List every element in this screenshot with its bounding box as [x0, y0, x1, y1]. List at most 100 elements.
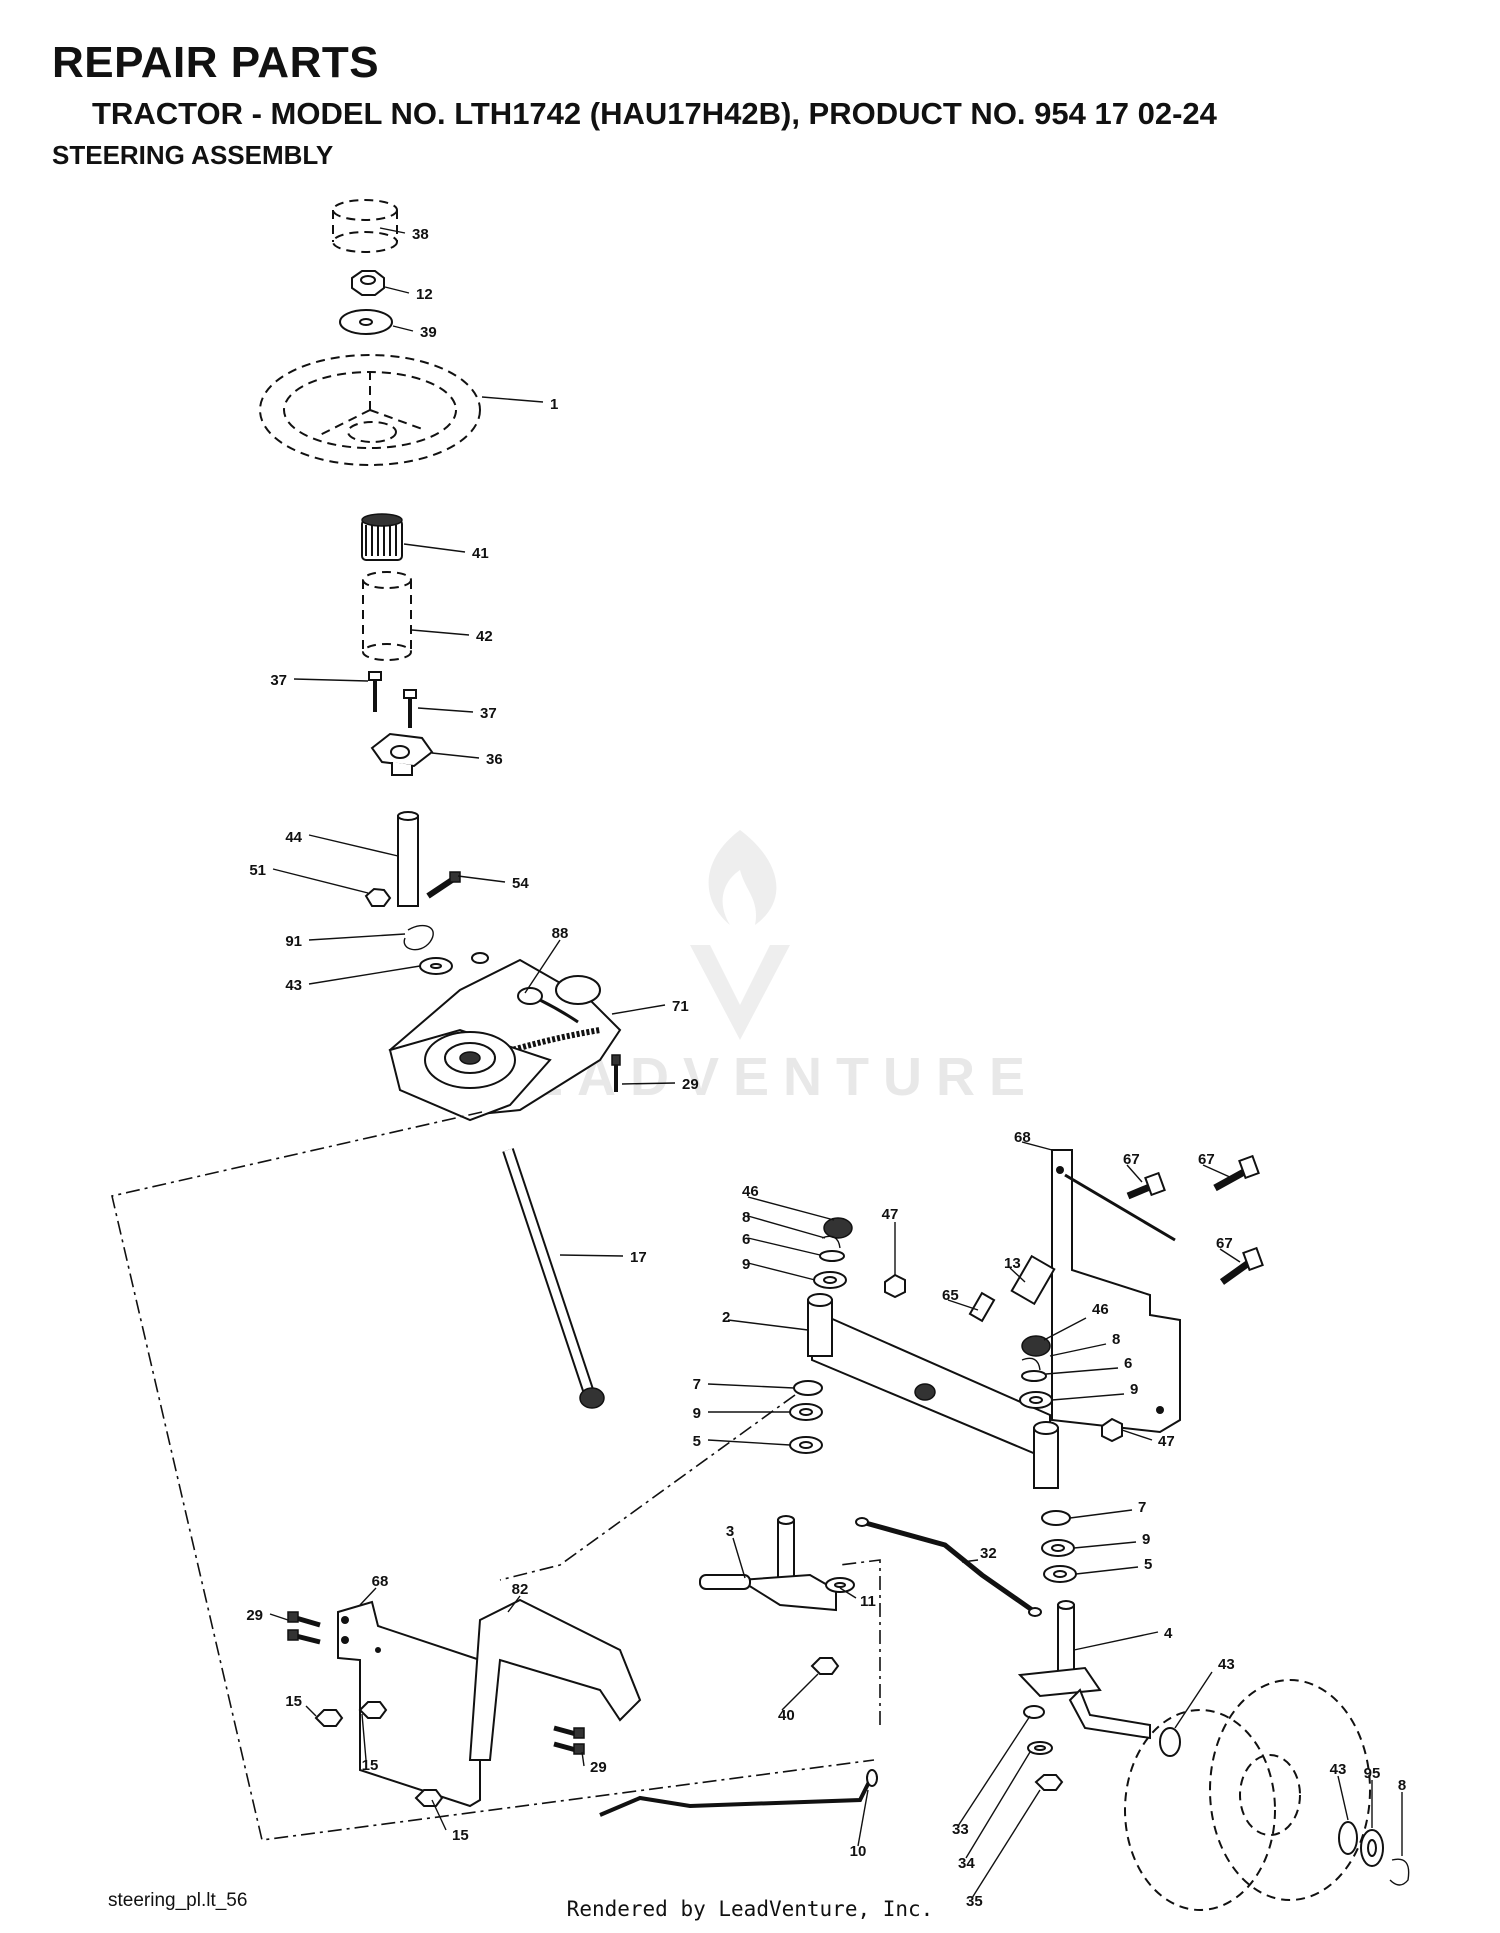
- part-number-label: 88: [552, 925, 569, 942]
- part-number-label: 9: [693, 1405, 701, 1422]
- part-box-base: [388, 952, 552, 1122]
- part-number-label: 2: [722, 1309, 730, 1326]
- leader-line-35: [971, 1789, 1041, 1899]
- part-number-label: 67: [1216, 1235, 1233, 1252]
- leader-line-33: [957, 1715, 1031, 1827]
- part-9-bushing-left: [813, 1271, 847, 1289]
- part-number-label: 68: [372, 1573, 389, 1590]
- part-number-label: 9: [742, 1256, 750, 1273]
- part-number-label: 91: [285, 933, 302, 950]
- leader-line-88: [524, 939, 561, 994]
- part-91-clip: [403, 924, 434, 951]
- part-number-label: 17: [630, 1249, 647, 1266]
- leader-line-67: [1126, 1164, 1143, 1183]
- part-54-bolt: [426, 871, 461, 899]
- part-number-label: 9: [1130, 1381, 1138, 1398]
- part-number-label: 67: [1123, 1151, 1140, 1168]
- part-number-label: 15: [362, 1757, 379, 1774]
- part-3-spindle-left: [699, 1515, 837, 1612]
- part-15-nut-c: [414, 1789, 444, 1807]
- part-number-label: 12: [416, 286, 433, 303]
- part-15-nut-a: [314, 1709, 344, 1727]
- part-34-washer: [1027, 1741, 1053, 1755]
- leader-line-82: [507, 1595, 521, 1613]
- leader-line-47: [1121, 1429, 1153, 1441]
- leader-line-43: [1337, 1775, 1349, 1821]
- part-82-bracket: [468, 1598, 642, 1761]
- part-number-label: 1: [550, 396, 558, 413]
- leader-line-65: [947, 1299, 979, 1311]
- leader-line-68: [359, 1587, 377, 1606]
- part-40-nut: [810, 1657, 840, 1675]
- part-number-label: 29: [590, 1759, 607, 1776]
- leader-line-9: [1051, 1393, 1125, 1401]
- part-number-label: 29: [246, 1607, 263, 1624]
- part-47-fitting-left: [884, 1273, 906, 1299]
- part-number-label: 39: [420, 324, 437, 341]
- leader-line-32: [961, 1559, 979, 1563]
- leader-line-42: [411, 629, 470, 636]
- outline-mid: [499, 1394, 796, 1581]
- leader-line-29: [269, 1613, 289, 1621]
- part-number-label: 33: [952, 1821, 969, 1838]
- leader-line-5: [1075, 1566, 1139, 1575]
- leader-line-91: [308, 933, 406, 941]
- outline-pivot: [839, 1559, 881, 1725]
- leader-line-37: [417, 707, 474, 713]
- part-number-label: 47: [882, 1206, 899, 1223]
- part-number-label: 42: [476, 628, 493, 645]
- part-number-label: 37: [480, 705, 497, 722]
- part-44-shaft: [397, 811, 419, 907]
- leader-line-41: [403, 543, 466, 553]
- part-number-label: 6: [742, 1231, 750, 1248]
- part-number-label: 38: [412, 226, 429, 243]
- part-13-spacer: [1010, 1254, 1056, 1306]
- part-number-label: 54: [512, 875, 529, 892]
- leader-line-15: [305, 1705, 317, 1717]
- part-37-bolt-left: [368, 671, 382, 712]
- leader-line-2: [727, 1319, 809, 1331]
- part-51-nut: [364, 887, 392, 907]
- part-15-nut-b: [358, 1701, 388, 1719]
- part-number-label: 6: [1124, 1355, 1132, 1372]
- leader-line-15: [431, 1799, 447, 1831]
- part-number-label: 67: [1198, 1151, 1215, 1168]
- part-37-bolt-right: [403, 689, 417, 728]
- part-6-washer-left: [819, 1250, 845, 1262]
- part-7-washer-right: [1041, 1510, 1071, 1526]
- part-7-washer-left: [793, 1380, 823, 1396]
- part-43-washer-wheel: [1159, 1727, 1181, 1757]
- part-number-label: 8: [1398, 1777, 1406, 1794]
- part-number-label: 46: [742, 1183, 759, 1200]
- part-46-cap-right: [1021, 1335, 1051, 1357]
- part-number-label: 44: [285, 829, 302, 846]
- model-subtitle: TRACTOR - MODEL NO. LTH1742 (HAU17H42B),…: [92, 96, 1217, 131]
- leader-line-54: [457, 875, 506, 883]
- part-number-label: 43: [285, 977, 302, 994]
- part-42-boot: [362, 571, 412, 661]
- part-9-bushing-right-low: [1041, 1539, 1075, 1557]
- part-67-bolt-3: [1219, 1246, 1264, 1285]
- part-4-spindle-right: [1017, 1600, 1151, 1740]
- part-number-label: 95: [1364, 1765, 1381, 1782]
- part-number-label: 7: [693, 1376, 701, 1393]
- part-29-bolt-box: [611, 1054, 621, 1092]
- leader-line-43: [1174, 1671, 1213, 1729]
- leader-line-6: [747, 1237, 821, 1256]
- wheel: [1124, 1679, 1371, 1911]
- part-number-label: 3: [726, 1523, 734, 1540]
- part-5-bushing-right: [1043, 1565, 1077, 1583]
- part-number-label: 41: [472, 545, 489, 562]
- leader-line-44: [308, 834, 399, 857]
- part-number-label: 9: [1142, 1531, 1150, 1548]
- part-number-label: 82: [512, 1581, 529, 1598]
- part-35-nut: [1034, 1774, 1064, 1791]
- part-number-label: 46: [1092, 1301, 1109, 1318]
- part-number-label: 8: [1112, 1331, 1120, 1348]
- part-number-label: 51: [249, 862, 266, 879]
- leader-line-67: [1202, 1164, 1233, 1179]
- part-number-label: 8: [742, 1209, 750, 1226]
- part-number-label: 29: [682, 1076, 699, 1093]
- part-9-bushing-left-low: [789, 1403, 823, 1421]
